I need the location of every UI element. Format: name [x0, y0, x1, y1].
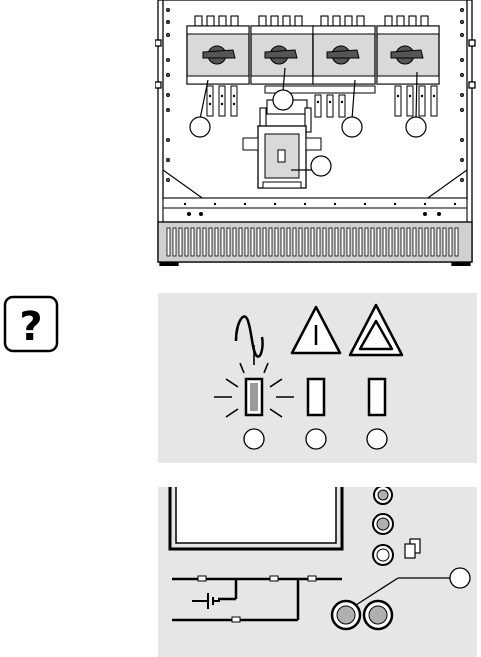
main-breaker — [243, 126, 321, 188]
grille-slot — [449, 228, 452, 256]
grille-slot — [209, 228, 212, 256]
grille-slot — [425, 228, 428, 256]
knob-2 — [373, 514, 393, 534]
grille-slot — [395, 228, 398, 256]
callout-4 — [406, 117, 426, 137]
bus-bars — [207, 86, 437, 117]
wiring-diagram — [172, 579, 342, 620]
grille-slot — [371, 228, 374, 256]
grille-slot — [305, 228, 308, 256]
grille-slot — [347, 228, 350, 256]
lamp-3-callout — [367, 429, 387, 449]
ventilation-grille — [158, 222, 472, 262]
grille-slot — [197, 228, 200, 256]
grille-slot — [233, 228, 236, 256]
grille-slot — [173, 228, 176, 256]
grille-slot — [329, 228, 332, 256]
switch-row — [187, 26, 439, 84]
grille-slot — [365, 228, 368, 256]
grille-slot — [203, 228, 206, 256]
grille-slot — [221, 228, 224, 256]
grille-slot — [341, 228, 344, 256]
lamp-2-callout — [306, 429, 326, 449]
grille-slot — [359, 228, 362, 256]
grille-slot — [251, 228, 254, 256]
grille-slot — [335, 228, 338, 256]
grille-slot — [389, 228, 392, 256]
front-button-1 — [332, 601, 360, 629]
grille-slot — [227, 228, 230, 256]
top-terminals — [195, 16, 428, 26]
display-window — [170, 487, 342, 549]
double-warning-triangle-icon — [350, 305, 402, 355]
switch-3 — [313, 26, 375, 84]
grille-slot — [185, 228, 188, 256]
front-button-2 — [364, 601, 392, 629]
switch-1 — [187, 26, 249, 84]
callout-5 — [311, 156, 331, 176]
grille-slot — [245, 228, 248, 256]
grille-slot — [167, 228, 170, 256]
grille-slot — [275, 228, 278, 256]
grille-slot — [413, 228, 416, 256]
indicator-panel — [158, 293, 477, 463]
grille-slot — [419, 228, 422, 256]
grille-slot — [317, 228, 320, 256]
control-panel — [158, 487, 477, 657]
grille-slot — [281, 228, 284, 256]
grille-slot — [431, 228, 434, 256]
lamp-1-callout — [244, 429, 264, 449]
grille-slot — [383, 228, 386, 256]
grille-slot — [263, 228, 266, 256]
grille-slot — [287, 228, 290, 256]
grille-slot — [239, 228, 242, 256]
grille-slot — [191, 228, 194, 256]
grille-slot — [437, 228, 440, 256]
callout-3 — [342, 117, 362, 137]
knob-1 — [374, 487, 392, 504]
grille-slot — [293, 228, 296, 256]
grille-slot — [353, 228, 356, 256]
grille-slot — [269, 228, 272, 256]
grille-slot — [179, 228, 182, 256]
callout-1 — [190, 117, 210, 137]
battery-symbol — [192, 593, 220, 609]
grille-slot — [311, 228, 314, 256]
knob-3 — [373, 545, 393, 565]
grille-slot — [215, 228, 218, 256]
grille-slot — [323, 228, 326, 256]
grille-slot — [443, 228, 446, 256]
sine-wave-icon — [236, 317, 263, 357]
grille-slot — [257, 228, 260, 256]
lamp-2 — [308, 379, 324, 415]
lamp-3 — [369, 379, 385, 415]
grille-slot — [299, 228, 302, 256]
help-icon: ? — [3, 295, 59, 353]
lamp-1 — [246, 379, 262, 415]
copy-icon — [405, 539, 420, 558]
help-symbol: ? — [19, 304, 42, 350]
cabinet-diagram — [155, 0, 476, 266]
grille-slot — [455, 228, 458, 256]
knob-column — [373, 487, 393, 565]
grille-slot — [407, 228, 410, 256]
grille-slot — [401, 228, 404, 256]
warning-triangle-icon — [292, 307, 340, 353]
switch-4 — [377, 26, 439, 84]
cabinet-svg — [155, 0, 476, 266]
switch-2 — [251, 26, 313, 84]
grille-slot — [377, 228, 380, 256]
front-button-callout — [450, 568, 470, 588]
callout-2 — [273, 90, 293, 110]
